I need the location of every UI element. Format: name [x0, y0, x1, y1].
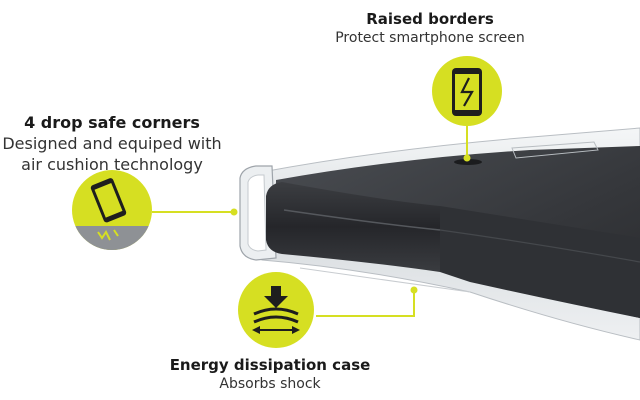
shock-absorb-icon	[238, 272, 314, 348]
energy-callout: Energy dissipation case Absorbs shock	[150, 356, 390, 394]
phone-drop-impact-icon	[72, 170, 152, 250]
raised-borders-callout: Raised borders Protect smartphone screen	[330, 10, 530, 48]
energy-title: Energy dissipation case	[169, 356, 371, 374]
earpiece-slot	[454, 159, 482, 165]
connector-dots	[230, 154, 471, 294]
drop-corners-title: 4 drop safe corners	[24, 113, 200, 132]
raised-borders-subtitle: Protect smartphone screen	[335, 30, 525, 46]
drop-corners-line2: air cushion technology	[21, 155, 203, 174]
drop-corners-callout: 4 drop safe corners Designed and equiped…	[0, 112, 224, 175]
raised-borders-title: Raised borders	[366, 10, 494, 28]
phone-with-case	[239, 127, 640, 341]
drop-corners-line1: Designed and equiped with	[2, 134, 222, 153]
connector-lines	[152, 125, 468, 317]
phone-screen-crack-icon	[432, 56, 502, 126]
energy-subtitle: Absorbs shock	[219, 376, 321, 392]
phone-side-edge	[266, 182, 440, 272]
